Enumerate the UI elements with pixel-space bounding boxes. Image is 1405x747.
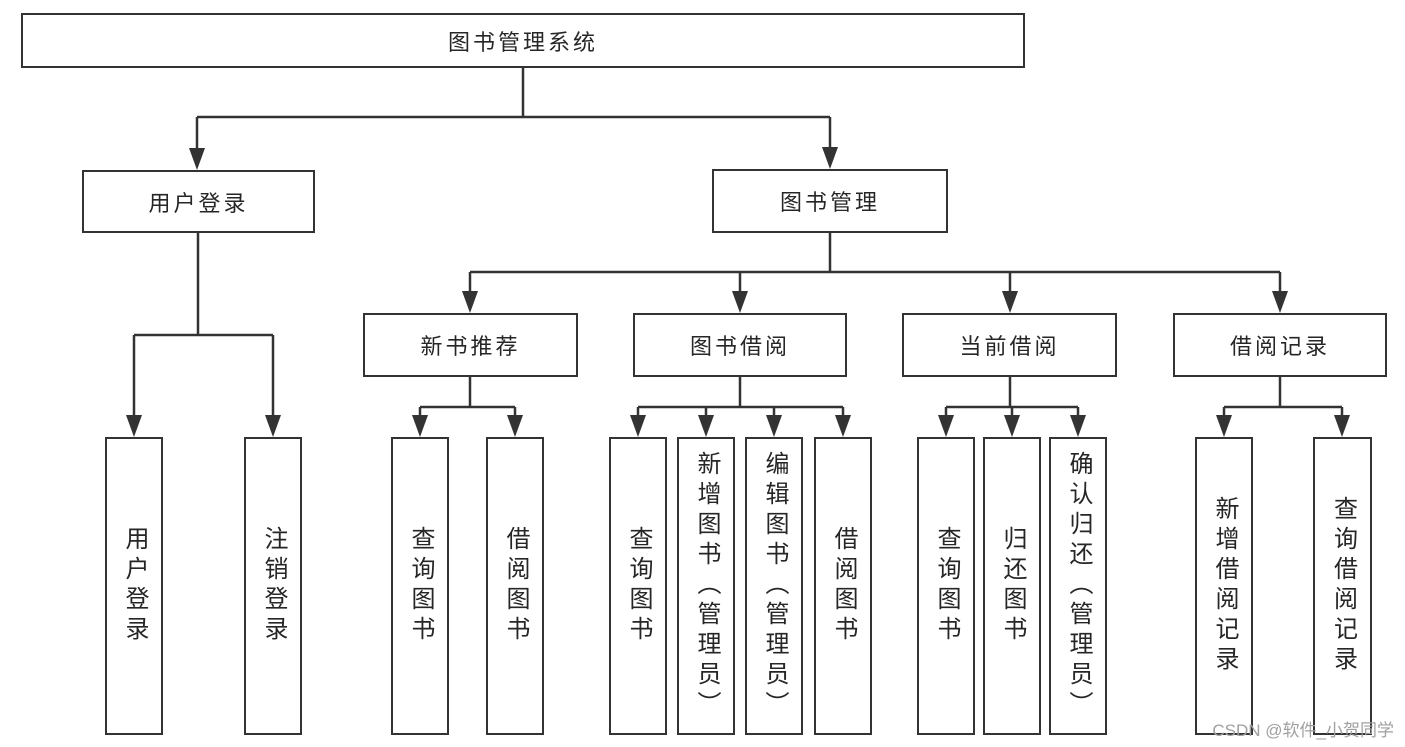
leaf-bb-query-books: 查询图书 <box>609 437 667 735</box>
leaf-br-query-record: 查询借阅记录 <box>1313 437 1372 735</box>
leaf-cb-query-books: 查询图书 <box>917 437 975 735</box>
connector-book-management <box>462 233 1288 313</box>
node-book-borrow: 图书借阅 <box>633 313 847 377</box>
leaf-logout-login: 注销登录 <box>244 437 302 735</box>
node-user-login: 用户登录 <box>82 170 315 233</box>
connector-new-book-recommend <box>412 377 523 437</box>
node-root-system: 图书管理系统 <box>21 13 1025 68</box>
node-current-borrow: 当前借阅 <box>902 313 1117 377</box>
connector-borrow-records <box>1216 377 1350 437</box>
leaf-bb-borrow-books: 借阅图书 <box>814 437 872 735</box>
connector-user-login <box>126 233 281 437</box>
leaf-nbr-query-books: 查询图书 <box>391 437 449 735</box>
leaf-bb-add-books-admin: 新增图书（管理员） <box>677 437 735 735</box>
node-new-book-recommend: 新书推荐 <box>363 313 578 377</box>
leaf-cb-confirm-return-admin: 确认归还（管理员） <box>1049 437 1107 735</box>
leaf-user-login: 用户登录 <box>105 437 163 735</box>
connector-current-borrow <box>938 377 1086 437</box>
leaf-br-add-record: 新增借阅记录 <box>1195 437 1253 735</box>
csdn-watermark: CSDN @软件_小贺同学 <box>1212 721 1394 740</box>
leaf-bb-edit-books-admin: 编辑图书（管理员） <box>745 437 803 735</box>
connector-root <box>189 68 838 170</box>
leaf-nbr-borrow-books: 借阅图书 <box>486 437 544 735</box>
node-book-management: 图书管理 <box>712 169 948 233</box>
connector-book-borrow <box>630 377 851 437</box>
node-borrow-records: 借阅记录 <box>1173 313 1387 377</box>
leaf-cb-return-books: 归还图书 <box>983 437 1041 735</box>
